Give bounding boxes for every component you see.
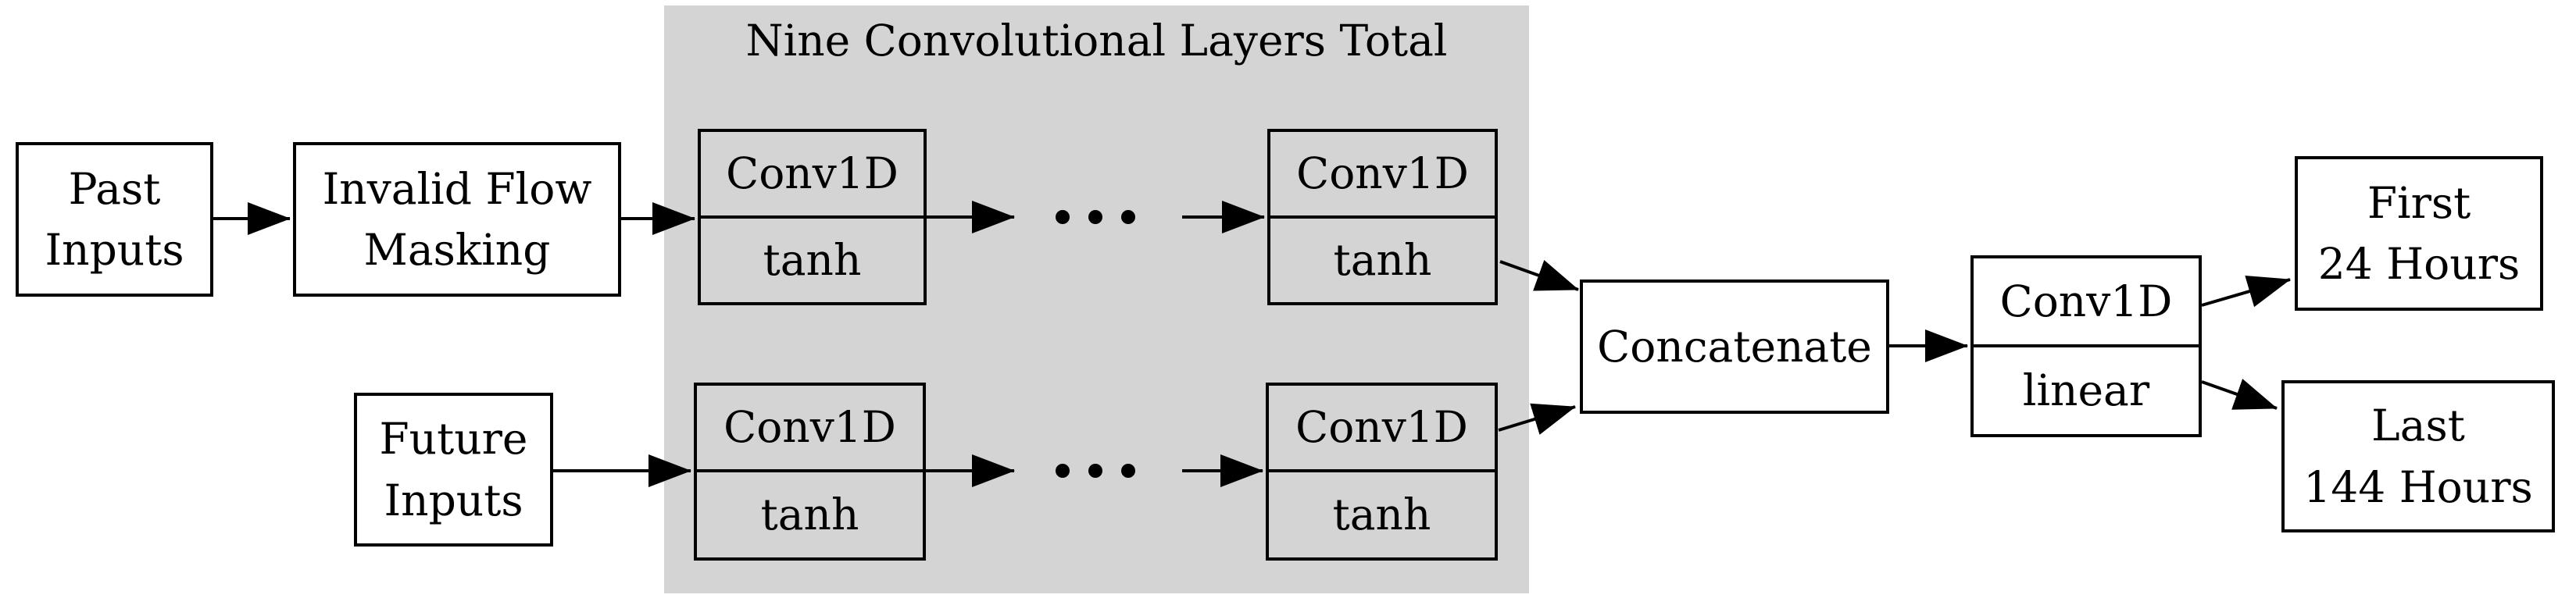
conv-future-last-op: Conv1D — [1269, 386, 1495, 472]
last-144-line2: 144 Hours — [2303, 461, 2533, 512]
concatenate-box: Concatenate — [1580, 280, 1889, 414]
conv-future-first-block: Conv1D tanh — [694, 383, 926, 561]
concatenate-label: Concatenate — [1597, 321, 1872, 372]
first-24-line2: 24 Hours — [2317, 239, 2521, 289]
future-inputs-box: Future Inputs — [354, 393, 553, 547]
future-inputs-line1: Future — [379, 414, 528, 465]
conv-past-last-activation: tanh — [1333, 235, 1432, 286]
conv-layers-group-title: Nine Convolutional Layers Total — [745, 16, 1448, 66]
conv-future-last-block: Conv1D tanh — [1266, 383, 1498, 561]
conv-output-op: Conv1D — [1974, 258, 2199, 347]
conv-layers-group-region — [664, 5, 1529, 593]
conv-past-first-block: Conv1D tanh — [698, 129, 927, 305]
past-inputs-line2: Inputs — [45, 225, 184, 275]
arrow-conv-output-to-last-144 — [2201, 379, 2278, 410]
conv-output-activation: linear — [2022, 365, 2150, 416]
conv-past-first-op: Conv1D — [701, 132, 924, 219]
invalid-flow-line1: Invalid Flow — [322, 163, 592, 214]
arrow-conv-output-to-first-24 — [2201, 275, 2291, 308]
conv-output-block: Conv1D linear — [1970, 255, 2202, 437]
first-24-line1: First — [2367, 177, 2471, 228]
conv-future-last-activation: tanh — [1332, 490, 1431, 540]
conv-past-last-block: Conv1D tanh — [1267, 129, 1498, 305]
conv-future-first-op: Conv1D — [697, 386, 923, 472]
last-144-line1: Last — [2371, 401, 2465, 451]
past-inputs-box: Past Inputs — [16, 142, 213, 297]
conv-past-last-op: Conv1D — [1270, 132, 1495, 219]
conv-future-first-activation: tanh — [760, 490, 859, 540]
invalid-flow-line2: Masking — [363, 225, 551, 275]
last-144-hours-box: Last 144 Hours — [2281, 380, 2555, 532]
first-24-hours-box: First 24 Hours — [2295, 156, 2543, 311]
invalid-flow-masking-box: Invalid Flow Masking — [293, 142, 621, 297]
past-inputs-line1: Past — [68, 163, 161, 214]
conv-past-first-activation: tanh — [763, 235, 862, 286]
future-inputs-line2: Inputs — [384, 475, 523, 525]
